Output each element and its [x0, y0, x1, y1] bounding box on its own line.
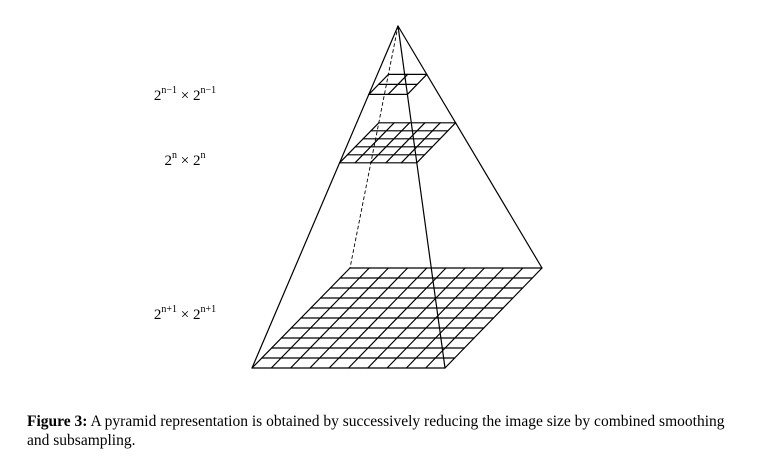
- grid-line-col: [444, 267, 543, 369]
- grid-line-col: [251, 267, 351, 369]
- pyramid-edge-back-right: [397, 25, 543, 269]
- grid-line-col: [354, 122, 395, 164]
- grid-line-col: [387, 73, 409, 96]
- pyramid-edge-front-right: [397, 25, 446, 369]
- pyramid-edge-front-left: [251, 25, 399, 369]
- grid-line-col: [385, 122, 426, 164]
- grid-line-col: [328, 267, 428, 369]
- grid-line-col: [369, 122, 411, 164]
- grid-line-col: [339, 122, 380, 164]
- grid-line-col: [406, 73, 428, 96]
- grid-line-col: [386, 267, 485, 369]
- grid-line-col: [416, 122, 457, 164]
- grid-middle: [339, 122, 457, 164]
- grid-bottom: [251, 267, 543, 369]
- caption-text: A pyramid representation is obtained by …: [27, 413, 725, 449]
- grid-line-col: [367, 267, 466, 369]
- grid-line-col: [309, 267, 409, 369]
- grid-line-col: [290, 267, 389, 369]
- caption-label: Figure 3:: [27, 413, 88, 430]
- level-label-middle: 2n × 2n: [164, 150, 206, 170]
- grid-line-col: [270, 267, 370, 369]
- pyramid-grids: [251, 73, 543, 369]
- grid-line-col: [368, 73, 389, 96]
- grid-line-col: [425, 267, 524, 369]
- level-label-bottom: 2n+1 × 2n+1: [153, 304, 217, 324]
- pyramid-edges: [251, 25, 543, 369]
- level-label-top: 2n−1 × 2n−1: [153, 85, 217, 105]
- figure-caption: Figure 3: A pyramid representation is ob…: [27, 412, 739, 450]
- grid-line-col: [347, 267, 447, 369]
- grid-line-col: [405, 267, 505, 369]
- grid-line-col: [400, 122, 441, 164]
- grid-top: [368, 73, 428, 96]
- pyramid-diagram: [251, 25, 543, 369]
